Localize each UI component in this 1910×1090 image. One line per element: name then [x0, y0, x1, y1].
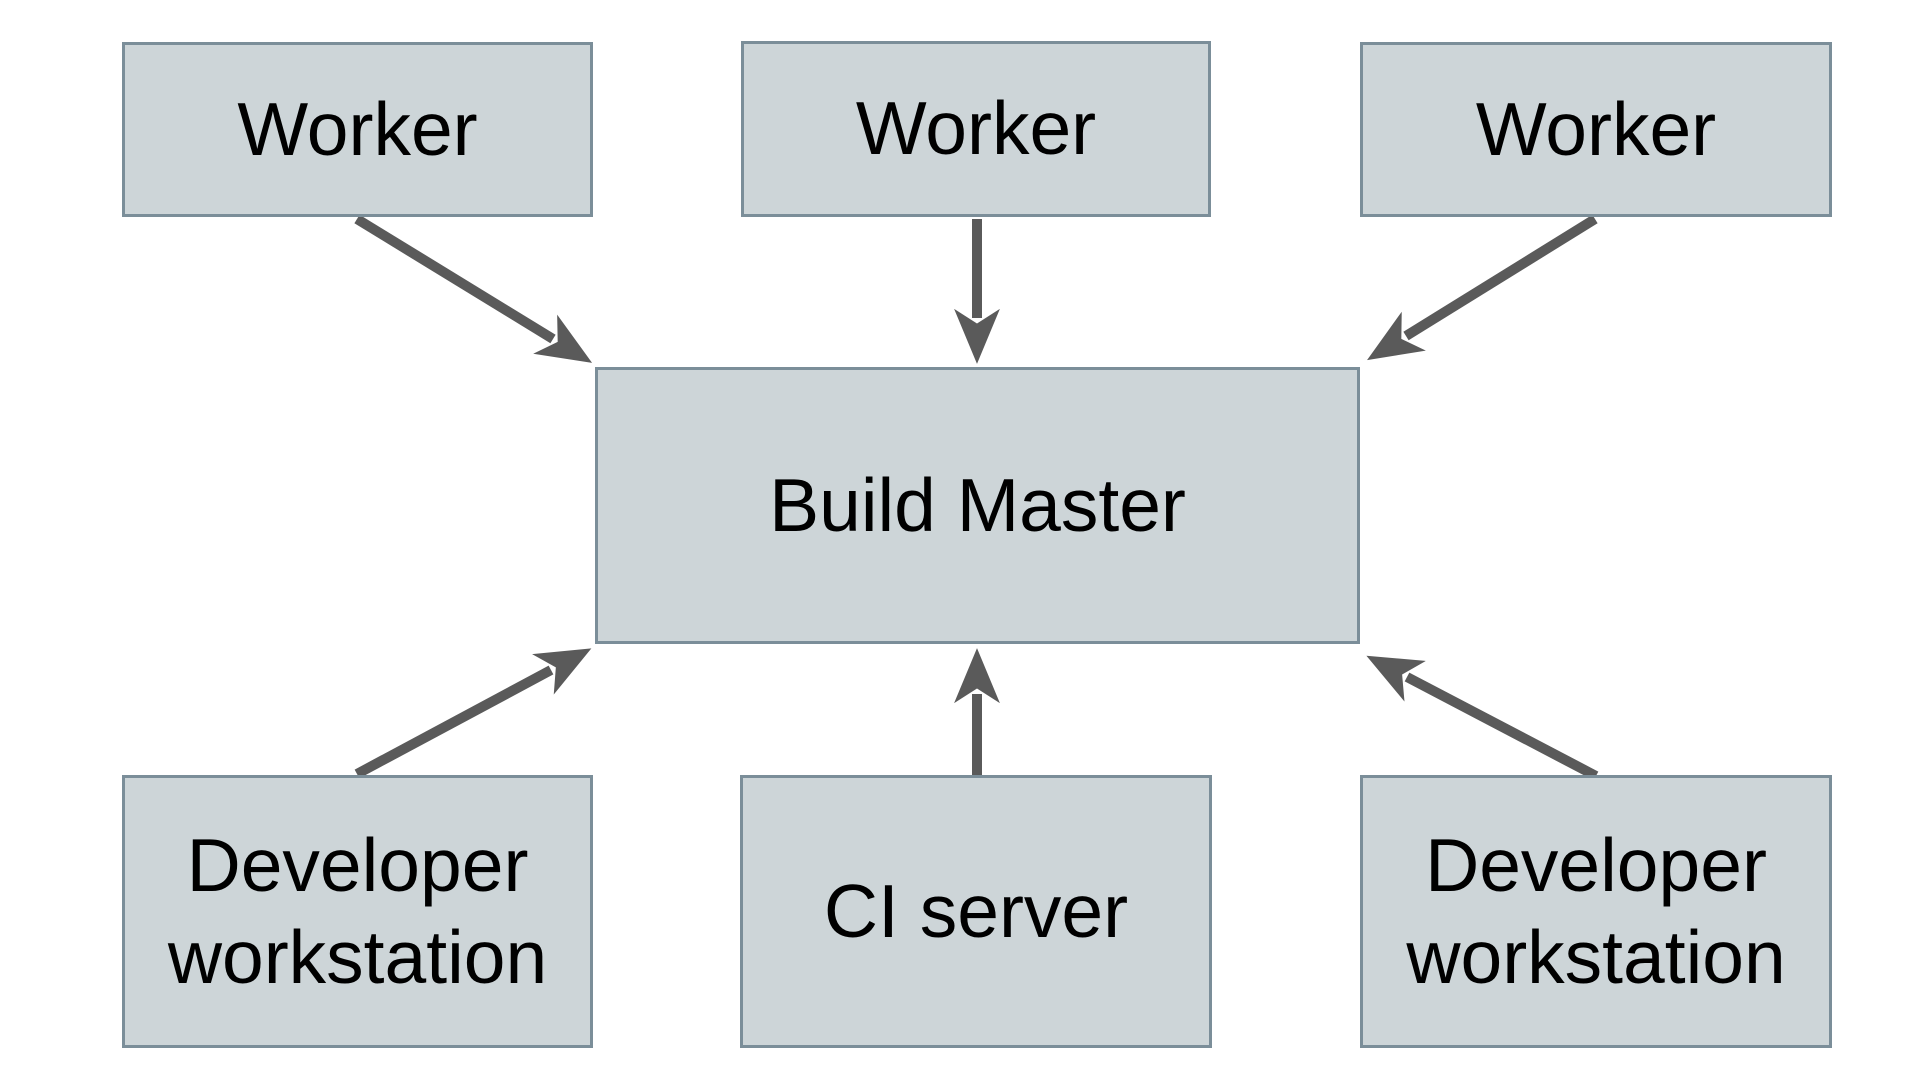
node-build-master-label: Build Master: [769, 462, 1186, 547]
node-worker-center-label: Worker: [855, 86, 1097, 171]
arrow-worker-left-to-build-master: [354, 214, 593, 363]
node-developer-workstation-left-label: Developer workstation: [167, 823, 548, 999]
node-worker-left: Worker: [122, 42, 593, 217]
node-worker-center: Worker: [741, 41, 1211, 217]
arrow-dev-right-to-build-master: [1366, 655, 1599, 781]
node-build-master: Build Master: [595, 367, 1360, 644]
node-ci-server-label: CI server: [823, 868, 1129, 953]
node-worker-left-label: Worker: [237, 86, 478, 171]
node-worker-right: Worker: [1360, 42, 1832, 217]
arrow-worker-right-to-build-master: [1367, 214, 1598, 361]
node-ci-server: CI server: [740, 775, 1212, 1048]
arrow-dev-left-to-build-master: [354, 648, 592, 779]
node-developer-workstation-left: Developer workstation: [122, 775, 593, 1048]
node-worker-right-label: Worker: [1475, 86, 1717, 171]
node-developer-workstation-right-label: Developer workstation: [1406, 823, 1786, 999]
node-developer-workstation-right: Developer workstation: [1360, 775, 1832, 1048]
